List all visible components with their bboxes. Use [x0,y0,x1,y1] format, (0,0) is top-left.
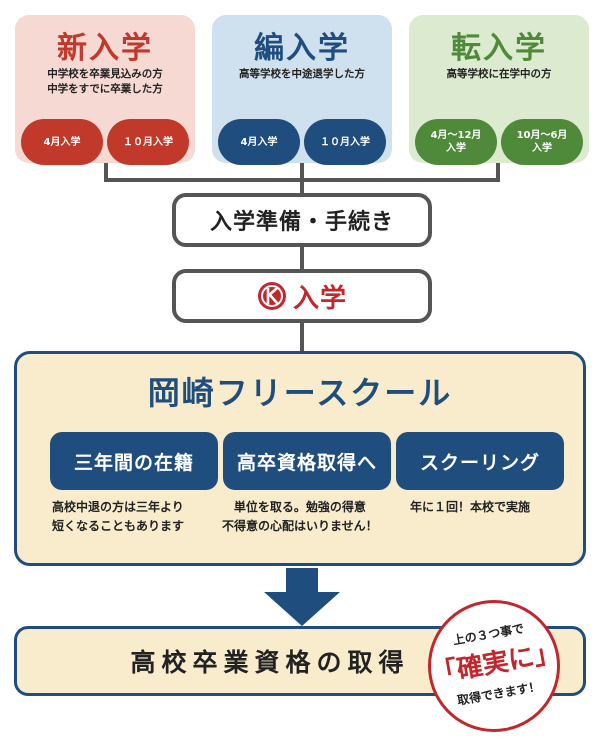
card-new-admission: 新入学 中学校を卒業見込みの方 中学をすでに卒業した方 4月入学 １０月入学 [15,15,195,165]
connector-horizontal [104,178,500,182]
pill-april: 4月入学 [218,119,300,165]
pill-october: １０月入学 [107,119,189,165]
goal-text: 高校卒業資格の取得 [130,648,410,677]
card-transfer-readmission: 編入学 高等学校を中途退学した方 4月入学 １０月入学 [212,15,392,165]
school-title: 岡崎フリースクール [147,374,453,412]
pill-october: １０月入学 [304,119,386,165]
step-preparation-label: 入学準備・手続き [209,210,394,235]
pill-october-june: 10月～6月 入学 [501,119,583,165]
k-logo-icon [257,281,287,311]
connector-prep-enroll [300,247,304,269]
card-description: 中学校を卒業見込みの方 中学をすでに卒業した方 [47,68,163,95]
guarantee-badge: 上の３つ事で 「確実に」 取得できます！ [417,589,571,742]
card-title: 新入学 [57,31,153,66]
step-enrollment: 入学 [172,269,432,323]
feature-diploma-desc: 単位を取る。勉強の得意 不得意の心配はいりません！ [222,500,378,533]
card-title: 転入学 [451,31,547,66]
feature-schooling-desc: 年に１回！本校で実施 [410,500,531,514]
connector-enroll-panel [300,323,304,353]
down-arrow-icon [264,568,340,626]
feature-enrollment-period: 三年間の在籍 [50,432,218,490]
feature-diploma: 高卒資格取得へ [223,432,391,490]
connector-left [104,163,108,181]
card-description: 高等学校を中途退学した方 [239,68,365,80]
feature-schooling: スクーリング [396,432,564,490]
pill-april-december: 4月～12月 入学 [415,119,497,165]
card-transfer-enrollment: 転入学 高等学校に在学中の方 4月～12月 入学 10月～6月 入学 [409,15,589,165]
card-title: 編入学 [254,31,350,66]
feature-enrollment-period-desc: 高校中退の方は三年より 短くなることもあります [52,500,185,533]
pill-april: 4月入学 [21,119,103,165]
step-preparation: 入学準備・手続き [172,193,432,247]
connector-right [496,163,500,181]
card-description: 高等学校に在学中の方 [446,68,552,80]
step-enrollment-label: 入学 [292,283,347,314]
